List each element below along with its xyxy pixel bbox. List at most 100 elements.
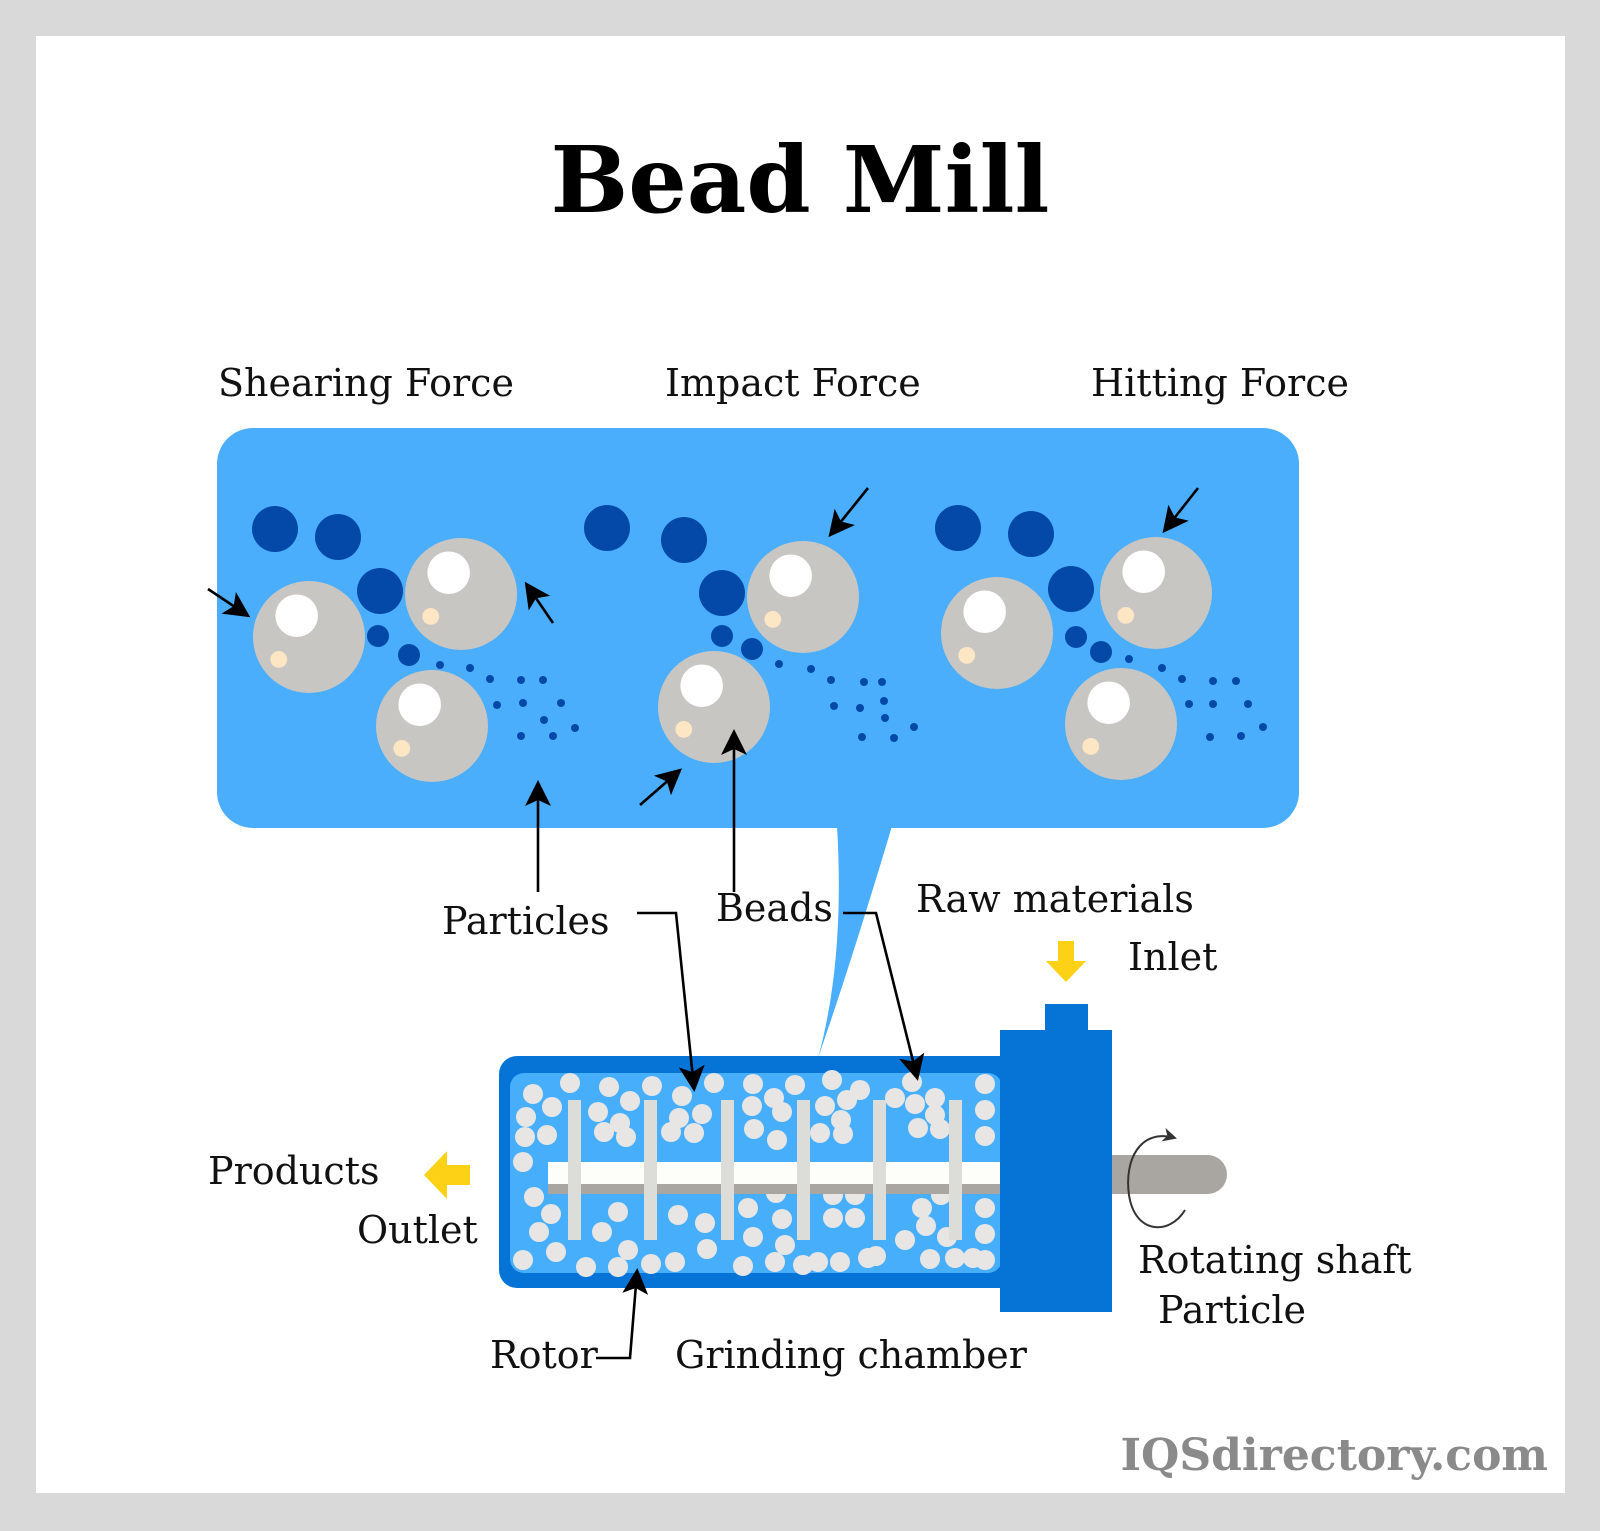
particle	[315, 514, 361, 560]
rotation-arrow-icon	[1127, 1127, 1186, 1229]
grinding-bead	[599, 1077, 619, 1097]
particle	[398, 644, 420, 666]
particle	[878, 678, 886, 686]
grinding-bead	[765, 1252, 785, 1272]
watermark-logo: IQSdirectory.com	[1120, 1430, 1548, 1481]
grinding-bead	[975, 1198, 995, 1218]
particle	[1008, 511, 1054, 557]
bead-body	[1065, 668, 1177, 780]
bead	[1100, 537, 1212, 649]
bead-body	[1100, 537, 1212, 649]
force-arrow	[1162, 487, 1200, 534]
arrow-down-icon	[1046, 941, 1086, 982]
particle	[1259, 723, 1267, 731]
grinding-bead	[620, 1091, 640, 1111]
grinding-bead	[742, 1096, 762, 1116]
particle	[486, 675, 494, 683]
grinding-bead	[642, 1076, 662, 1096]
grinding-bead	[541, 1204, 561, 1224]
grinding-bead	[513, 1152, 533, 1172]
bead-glint	[1117, 607, 1135, 624]
grinding-bead	[767, 1130, 787, 1150]
particle	[1209, 677, 1217, 685]
force-arrow	[524, 581, 555, 624]
grinding-bead	[744, 1119, 764, 1139]
grinding-bead	[665, 1252, 685, 1272]
grinding-bead	[743, 1227, 763, 1247]
label-outlet: Outlet	[357, 1208, 478, 1252]
grinding-bead	[684, 1123, 704, 1143]
bead-glint	[675, 721, 693, 738]
bead-mill-diagram: Bead Mill Shearing Force Impact Force Hi…	[207, 126, 1548, 1481]
grinding-bead	[830, 1252, 850, 1272]
particle	[1209, 700, 1217, 708]
particle	[1125, 655, 1133, 663]
grinding-bead	[592, 1222, 612, 1242]
particle	[1206, 733, 1214, 741]
arrow-left-icon	[424, 1151, 470, 1199]
grinding-bead	[695, 1213, 715, 1233]
grinding-bead	[833, 1124, 853, 1144]
grinding-bead	[793, 1255, 813, 1275]
label-inlet: Inlet	[1128, 935, 1217, 979]
particle	[517, 676, 525, 684]
bead-highlight	[769, 554, 812, 597]
grinding-bead	[738, 1198, 758, 1218]
diagram-canvas: Bead Mill Shearing Force Impact Force Hi…	[36, 36, 1565, 1493]
rotor-paddle	[721, 1100, 734, 1240]
particle	[1237, 732, 1245, 740]
bead-glint	[1082, 738, 1100, 755]
particle	[540, 716, 548, 724]
bead-body	[747, 541, 859, 653]
leader-lines	[525, 729, 925, 1360]
bead-body	[658, 651, 770, 763]
rotor-paddle	[797, 1100, 810, 1240]
bead-mill-machine	[499, 1004, 1227, 1312]
rotor-paddles	[568, 1100, 962, 1240]
grinding-bead	[945, 1248, 965, 1268]
particle	[856, 704, 864, 712]
grinding-bead	[850, 1080, 870, 1100]
grinding-bead	[905, 1094, 925, 1114]
grinding-bead	[733, 1256, 753, 1276]
grinding-bead	[588, 1102, 608, 1122]
bead	[941, 577, 1053, 689]
rotor-shaft-top	[548, 1162, 1003, 1184]
grinding-bead	[641, 1254, 661, 1274]
grinding-bead	[616, 1127, 636, 1147]
particle	[1178, 675, 1186, 683]
bead-glint	[764, 611, 782, 628]
grinding-bead	[668, 1205, 688, 1225]
grinding-bead	[542, 1097, 562, 1117]
force-arrow	[639, 768, 683, 806]
particle	[1065, 626, 1087, 648]
rotor-paddle	[949, 1100, 962, 1240]
grinding-bead	[516, 1107, 536, 1127]
grinding-bead	[902, 1072, 922, 1092]
bead-glint	[393, 740, 411, 757]
label-beads: Beads	[716, 886, 833, 930]
bead-highlight	[1122, 550, 1165, 593]
grinding-bead	[815, 1096, 835, 1116]
particle	[1090, 641, 1112, 663]
grinding-bead	[975, 1074, 995, 1094]
grinding-bead	[529, 1222, 549, 1242]
grinding-bead	[930, 1119, 950, 1139]
grinding-bead	[925, 1088, 945, 1108]
bead-glint	[958, 647, 976, 664]
force-label-hitting: Hitting Force	[1091, 361, 1349, 405]
bead	[405, 538, 517, 650]
grinding-bead	[920, 1249, 940, 1269]
label-particle: Particle	[1158, 1288, 1306, 1332]
grinding-bead	[743, 1074, 763, 1094]
force-arrow	[207, 587, 251, 618]
grinding-bead	[785, 1075, 805, 1095]
particle	[584, 505, 630, 551]
bead-highlight	[680, 664, 723, 707]
bead	[253, 581, 365, 693]
grinding-bead	[513, 1250, 533, 1270]
grinding-bead	[537, 1125, 557, 1145]
rotor-pointer	[596, 1268, 649, 1360]
particle	[775, 660, 783, 668]
